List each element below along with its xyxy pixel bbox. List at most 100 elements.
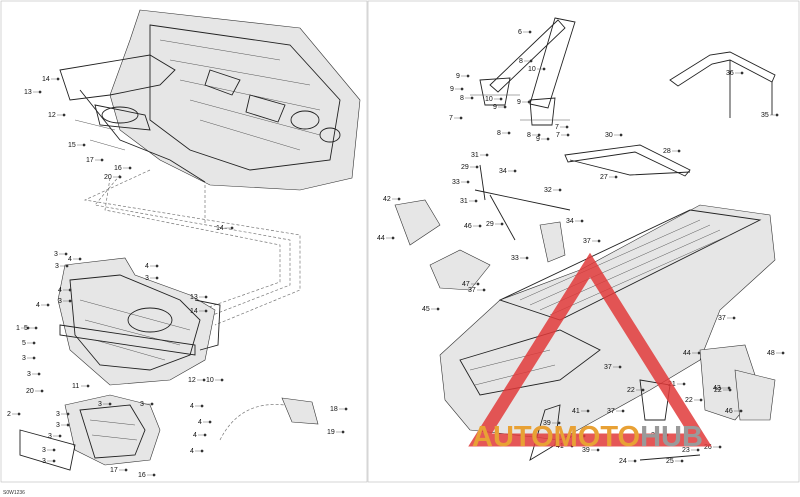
left-callout-label: 3 [54,251,58,258]
left-callout-label: 3 [42,447,46,454]
left-fastener-icon [64,252,68,256]
right-fastener-icon [557,421,561,425]
left-callout-label: 3 [56,411,60,418]
left-fastener-icon [204,295,208,299]
left-callout-label: 4 [190,448,194,455]
right-fastener-icon [697,351,701,355]
right-callout-label: 32 [544,187,552,194]
right-fastener-icon [470,96,474,100]
right-fastener-icon [565,125,569,129]
left-fastener-icon [155,264,159,268]
left-fastener-icon [200,404,204,408]
left-fastener-icon [150,402,154,406]
right-callout-label: 10 [485,96,493,103]
left-fastener-icon [108,402,112,406]
right-callout-label: 42 [383,196,391,203]
right-fastener-icon [397,197,401,201]
right-callout-label: 35 [761,112,769,119]
right-fastener-icon [633,459,637,463]
left-callout-label: 5 [22,340,26,347]
right-fastener-icon [391,236,395,240]
right-callout-label: 34 [499,168,507,175]
right-fastener-icon [739,409,743,413]
left-callout-label: 20 [104,174,112,181]
left-callout-label: 16 [138,472,146,479]
left-callout-label: 3 [56,422,60,429]
left-callout-label: 14 [216,225,224,232]
left-fastener-icon [52,459,56,463]
left-callout-label: 3 [22,355,26,362]
right-callout-label: 44 [377,235,385,242]
left-fastener-icon [203,433,207,437]
right-fastener-icon [732,316,736,320]
right-callout-label: 37 [468,287,476,294]
left-fastener-icon [128,166,132,170]
right-callout-label: 9 [456,73,460,80]
left-callout-label: 4 [190,403,194,410]
right-fastener-icon [525,256,529,260]
left-panel-frame [0,0,368,483]
right-fastener-icon [597,239,601,243]
left-fastener-icon [118,175,122,179]
left-fastener-icon [68,288,72,292]
right-callout-label: 29 [486,221,494,228]
right-fastener-icon [682,382,686,386]
right-fastener-icon [482,288,486,292]
right-callout-label: 44 [683,350,691,357]
right-panel-frame [367,0,800,483]
left-callout-label: 11 [72,383,79,390]
left-callout-label: 17 [86,157,94,164]
right-fastener-icon [781,351,785,355]
left-fastener-icon [124,468,128,472]
left-callout-label: 2 [7,411,11,418]
left-fastener-icon [58,434,62,438]
left-fastener-icon [155,276,159,280]
right-callout-label: 8 [527,132,531,139]
right-callout-label: 24 [619,458,627,465]
left-fastener-icon [78,257,82,261]
left-callout-label: 3 [98,401,102,408]
right-callout-label: 31 [471,152,479,159]
left-callout-label: 16 [114,165,122,172]
right-callout-label: 48 [767,350,775,357]
suspension-arms [474,144,691,263]
right-fastener-icon [586,409,590,413]
right-fastener-icon [478,224,482,228]
left-callout-label: 14 [42,76,50,83]
right-fastener-icon [728,388,732,392]
left-callout-label: 3 [42,458,46,465]
left-fastener-icon [32,356,36,360]
left-callout-label: 17 [110,467,118,474]
left-fastener-icon [56,77,60,81]
right-fastener-icon [528,30,532,34]
right-callout-label: 46 [464,223,472,230]
left-fastener-icon [202,378,206,382]
right-callout-label: 22 [714,387,722,394]
right-callout-label: 9 [493,104,497,111]
right-callout-label: 29 [461,164,469,171]
left-callout-label: 3 [140,401,144,408]
right-callout-label: 39 [543,420,551,427]
left-fastener-icon [26,326,30,330]
right-callout-label: 37 [607,408,615,415]
right-fastener-icon [513,169,517,173]
left-callout-label: 4 [68,256,72,263]
left-fastener-icon [86,384,90,388]
lower-frame-assembly [57,257,221,386]
left-callout-label: 3 [27,371,31,378]
right-callout-label: 36 [726,70,734,77]
foot-plates [394,199,491,291]
right-fastener-icon [718,445,722,449]
right-fastener-icon [459,116,463,120]
left-callout-label: 13 [24,89,32,96]
right-fastener-icon [485,153,489,157]
right-callout-label: 28 [663,148,671,155]
right-fastener-icon [566,133,570,137]
right-callout-label: 7 [556,132,560,139]
left-callout-label: 4 [36,302,40,309]
watermark-brand-text: AUTOMOTOHUB [472,421,703,453]
left-callout-label: 18 [330,406,338,413]
right-fastener-icon [621,409,625,413]
right-callout-label: 37 [604,364,612,371]
